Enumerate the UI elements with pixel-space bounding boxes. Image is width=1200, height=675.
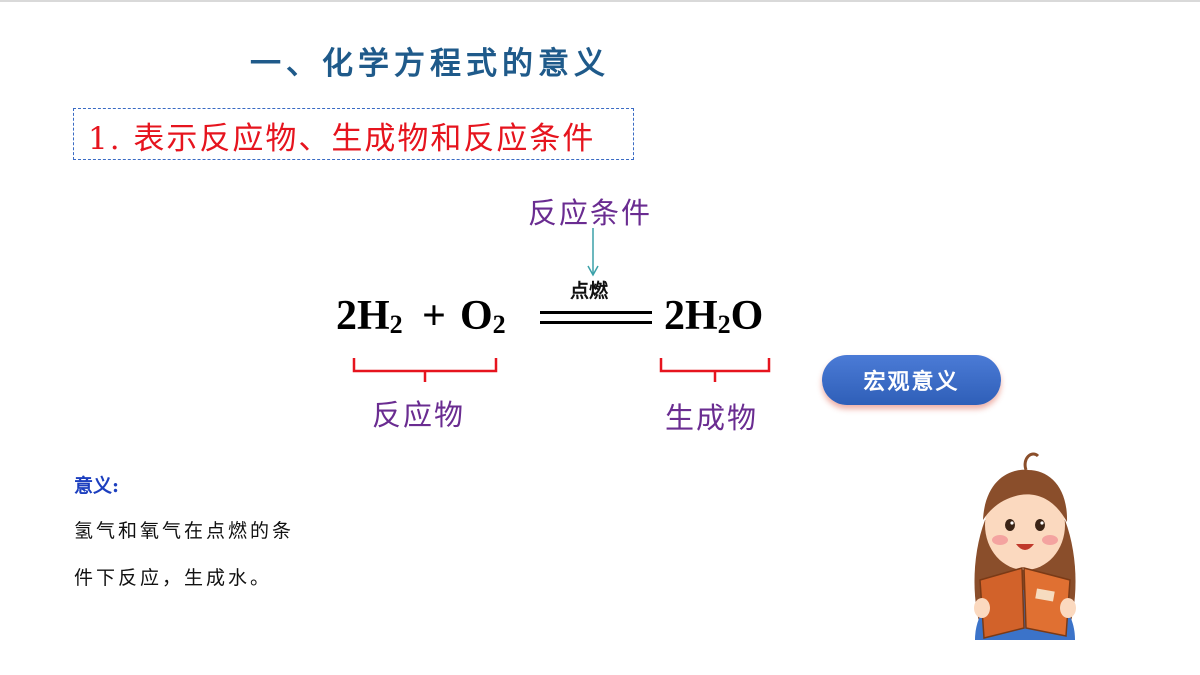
macro-meaning-button[interactable]: 宏观意义 [822,355,1001,405]
girl-reading-book-icon [974,452,1076,640]
product-bracket [659,358,771,382]
reaction-condition: 点燃 [570,280,609,302]
top-divider [0,0,1200,2]
subtitle-frame [73,108,634,160]
reactant-label: 反应物 [372,398,466,432]
equals-line-bottom [540,321,652,324]
equals-line-top [540,311,652,314]
condition-label: 反应条件 [528,196,653,230]
reactant-h2: 2H2 [336,293,403,339]
meaning-line-1: 氢气和氧气在点燃的条 [74,520,295,542]
subtitle: 1. 表示反应物、生成物和反应条件 [88,121,596,157]
arrow-down-icon [587,228,599,277]
meaning-heading: 意义: [74,475,120,497]
product-label: 生成物 [665,401,759,435]
product-h2o: 2H2O [664,293,764,339]
meaning-line-2: 件下反应，生成水。 [74,567,273,589]
plus-sign: + [422,293,446,339]
chemical-equation: 2H2 + O2 2H2O [0,292,1200,352]
reactant-o2: O2 [460,293,506,339]
reactant-bracket [352,358,498,382]
page-title: 一、化学方程式的意义 [250,46,610,82]
